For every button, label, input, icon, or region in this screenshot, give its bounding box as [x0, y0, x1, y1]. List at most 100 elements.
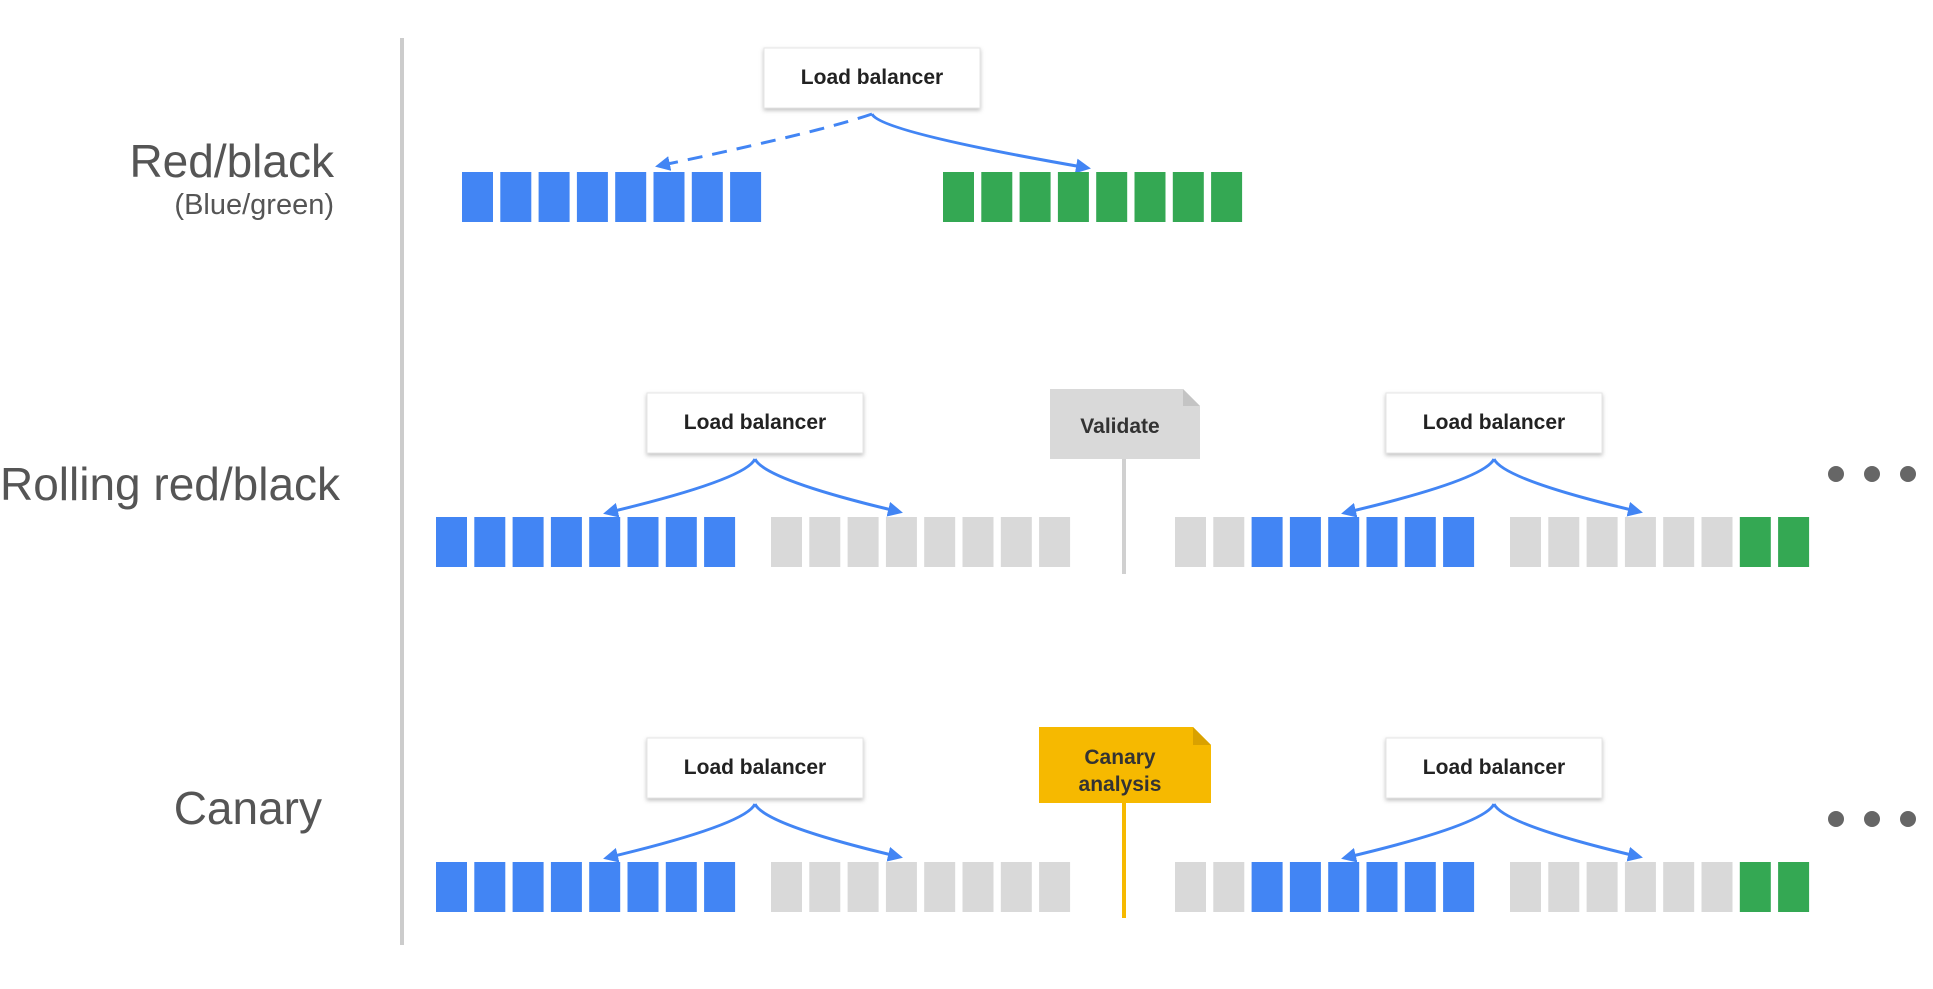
ellipsis-dot [1828, 811, 1844, 827]
instance-block [847, 862, 879, 912]
instance-block [1510, 517, 1541, 567]
instance-block [1211, 172, 1243, 222]
instance-block [1366, 862, 1398, 912]
instance-block [1213, 517, 1245, 567]
instance-group [436, 517, 1810, 567]
instance-group [436, 862, 1810, 912]
instance-block [1000, 517, 1032, 567]
instance-block [771, 517, 802, 567]
load-balancer-label: Load balancer [801, 66, 943, 89]
instance-block [627, 862, 659, 912]
instance-block [589, 517, 621, 567]
instance-block [809, 517, 841, 567]
instance-block [1251, 517, 1283, 567]
instance-block [1328, 517, 1360, 567]
load-balancer-label: Load balancer [684, 411, 826, 434]
instance-block [730, 172, 762, 222]
validate-gate: Validate [1050, 389, 1200, 574]
instance-block [1366, 517, 1398, 567]
load-balancer-label: Load balancer [1423, 756, 1565, 779]
row-rolling-red-black: Load balancer Validate Load balancer [436, 389, 1810, 574]
instance-block [665, 517, 697, 567]
instance-block [1510, 862, 1541, 912]
row-red-black: Load balancer [462, 47, 1243, 222]
route-left-b [753, 803, 903, 862]
instance-block [1175, 517, 1206, 567]
instance-block [589, 862, 621, 912]
dashed-route-to-blue [655, 112, 873, 171]
instance-block [1019, 172, 1051, 222]
load-balancer-label: Load balancer [1423, 411, 1565, 434]
row-label-red-black: Red/black (Blue/green) [40, 135, 334, 223]
instance-block [665, 862, 697, 912]
instance-block [962, 862, 994, 912]
instance-block [1663, 517, 1695, 567]
route-right-a [1341, 458, 1496, 518]
instance-block [1039, 862, 1071, 912]
instance-block [1739, 517, 1771, 567]
validate-label: Validate [1080, 415, 1159, 438]
row-title: Canary [173, 782, 322, 834]
instance-block [924, 517, 956, 567]
instance-block [1289, 517, 1321, 567]
row-title: Rolling red/black [0, 458, 341, 510]
instance-block [538, 172, 570, 222]
instance-block [1548, 517, 1580, 567]
instance-block [847, 517, 879, 567]
instance-block [1586, 862, 1618, 912]
instance-block [1778, 862, 1810, 912]
instance-block [1443, 517, 1475, 567]
instance-block [924, 862, 956, 912]
load-balancer-label: Load balancer [684, 756, 826, 779]
instance-block [1624, 862, 1656, 912]
instance-block [512, 517, 544, 567]
instance-block [1039, 517, 1071, 567]
instance-block [1701, 517, 1733, 567]
instance-block [1096, 172, 1128, 222]
instance-block [1701, 862, 1733, 912]
instance-block [500, 172, 532, 222]
canary-gate-flag [1039, 727, 1211, 803]
load-balancer-box-right: Load balancer [1385, 737, 1603, 799]
instance-block [1404, 862, 1436, 912]
route-left-a [603, 458, 757, 518]
load-balancer-box-right: Load balancer [1385, 392, 1603, 454]
instance-block [1443, 862, 1475, 912]
validate-gate-flag [1050, 389, 1200, 459]
instance-block [1172, 172, 1204, 222]
route-to-green [870, 113, 1091, 174]
flag-fold [1193, 727, 1211, 745]
instance-block [1404, 517, 1436, 567]
instance-block [1548, 862, 1580, 912]
route-left-a [603, 803, 757, 863]
instance-block [1739, 862, 1771, 912]
ellipsis-dot [1864, 811, 1880, 827]
continuation-ellipsis-canary [1828, 811, 1916, 827]
instance-block [885, 862, 917, 912]
row-subtitle: (Blue/green) [174, 189, 334, 221]
instance-block [1778, 517, 1810, 567]
instance-block [474, 517, 506, 567]
instance-block [1134, 172, 1166, 222]
route-left-b [753, 458, 903, 517]
instance-block [962, 517, 994, 567]
instance-block [627, 517, 659, 567]
instance-block [550, 862, 582, 912]
load-balancer-box-left: Load balancer [646, 392, 864, 454]
instance-block [1251, 862, 1283, 912]
instance-block [653, 172, 685, 222]
row-label-canary: Canary [40, 782, 322, 834]
instance-block [809, 862, 841, 912]
instance-block [436, 862, 467, 912]
ellipsis-dot [1900, 466, 1916, 482]
instance-block [1000, 862, 1032, 912]
instance-block [691, 172, 723, 222]
instance-block [512, 862, 544, 912]
instance-block [1328, 862, 1360, 912]
instance-block [462, 172, 493, 222]
instance-block [885, 517, 917, 567]
instance-block [1586, 517, 1618, 567]
